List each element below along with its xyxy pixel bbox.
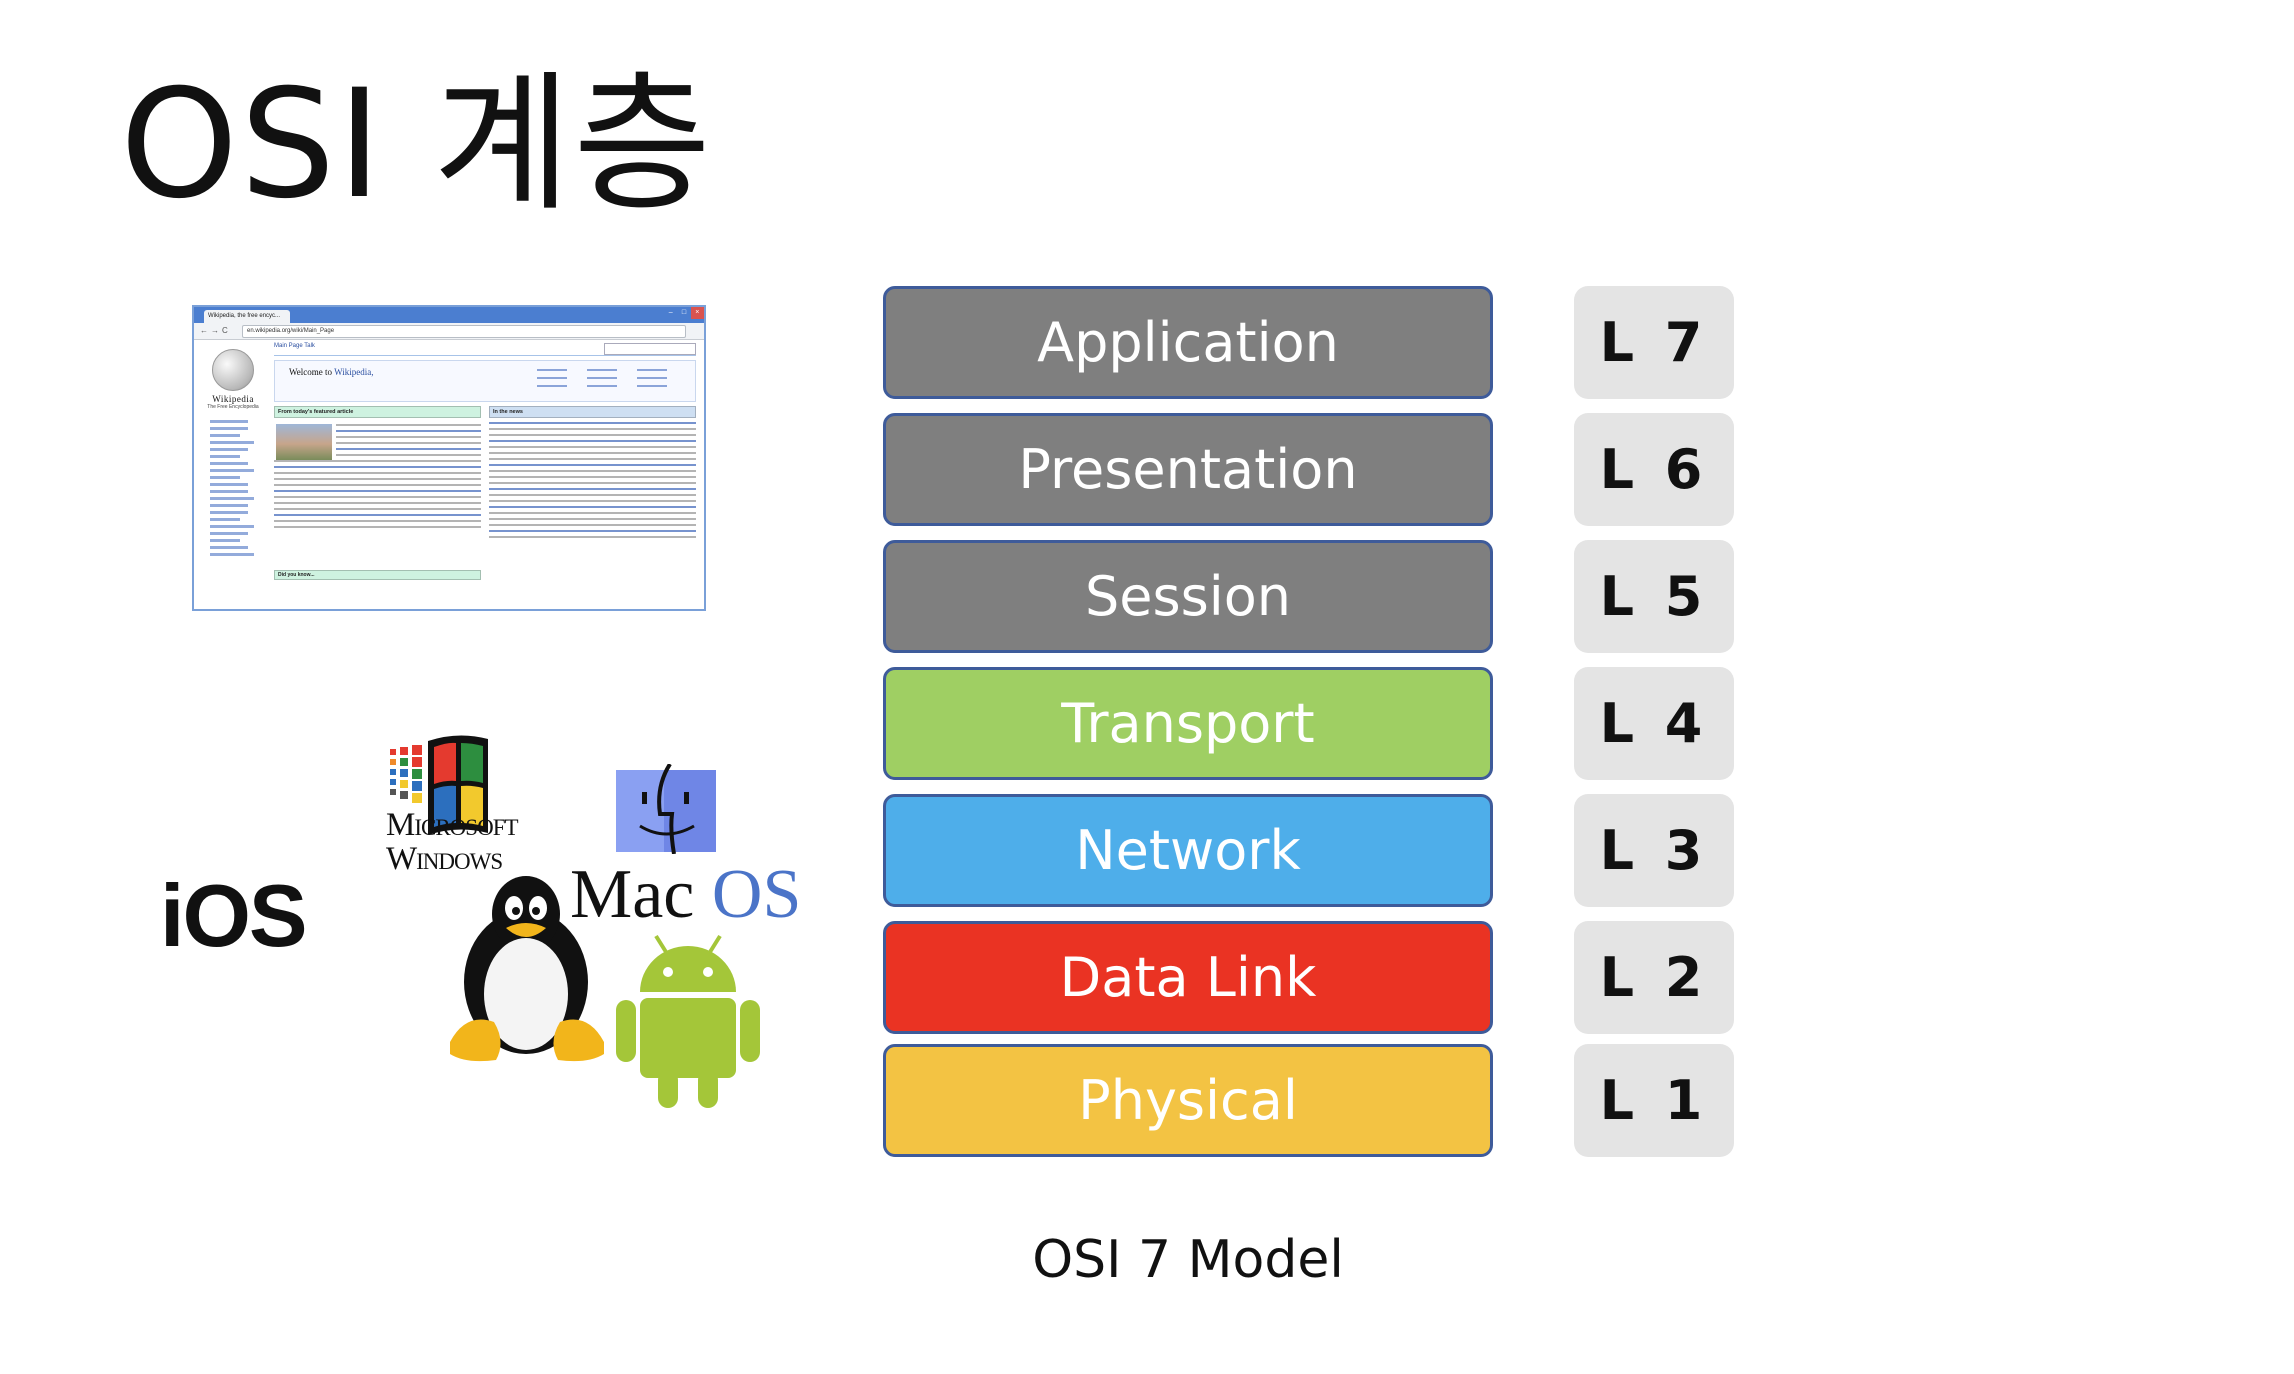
wiki-page-tabs: Main Page Talk [274, 343, 696, 356]
diagram-caption: OSI 7 Model [1032, 1230, 1344, 1290]
wiki-search-box [604, 343, 696, 355]
window-controls: – □ × [664, 307, 704, 319]
windows-line2: Windows [386, 841, 503, 877]
layer-physical: Physical [883, 1044, 1493, 1157]
layer-session: Session [883, 540, 1493, 653]
layer-label: Session [1084, 565, 1292, 628]
linux-tux-icon [450, 876, 604, 1062]
layer-application: Application [883, 286, 1493, 399]
layer-number-2: L 2 [1574, 921, 1734, 1034]
mac-finder-icon [616, 764, 716, 854]
wikipedia-globe-icon [212, 349, 254, 391]
ios-logo: iOS [160, 866, 308, 965]
layer-number-3: L 3 [1574, 794, 1734, 907]
windows-flag-icon [390, 735, 488, 835]
in-the-news: In the news [489, 406, 696, 590]
os-text: OS [711, 856, 802, 933]
wiki-welcome-box: Welcome to Wikipedia, [274, 360, 696, 402]
android-robot-icon [616, 934, 760, 1108]
news-heading: In the news [489, 406, 696, 418]
layer-label: Transport [1061, 692, 1315, 755]
layer-number-7: L 7 [1574, 286, 1734, 399]
layer-number-5: L 5 [1574, 540, 1734, 653]
close-icon: × [690, 307, 704, 319]
layer-label: Data Link [1059, 946, 1317, 1009]
castle-image [276, 424, 332, 460]
maximize-icon: □ [681, 309, 687, 316]
layer-transport: Transport [883, 667, 1493, 780]
slide-title: OSI 계층 [120, 58, 714, 232]
sidebar-links [198, 420, 268, 556]
mac-text: Mac [570, 856, 695, 933]
browser-tab: Wikipedia, the free encyc... [204, 310, 290, 323]
windows-line1: Microsoft [386, 807, 519, 843]
nav-arrows-icon: ←→C [200, 326, 231, 335]
portal-links [537, 365, 687, 395]
featured-article: From today's featured article Did you kn… [274, 406, 481, 590]
layer-number-4: L 4 [1574, 667, 1734, 780]
layer-label: Network [1075, 819, 1301, 882]
windows-wordmark: Microsoft Windows [386, 807, 519, 877]
browser-titlebar: Wikipedia, the free encyc... – □ × [194, 307, 704, 323]
layer-presentation: Presentation [883, 413, 1493, 526]
wiki-sidebar: Wikipedia The Free Encyclopedia [198, 345, 268, 560]
welcome-link: Wikipedia, [334, 367, 374, 377]
layer-number-6: L 6 [1574, 413, 1734, 526]
layer-number-1: L 1 [1574, 1044, 1734, 1157]
layer-label: Presentation [1018, 438, 1358, 501]
welcome-prefix: Welcome to [289, 367, 333, 377]
windows-flag-dots [390, 745, 422, 803]
wiki-main: Main Page Talk Welcome to Wikipedia, Fro… [274, 343, 696, 609]
featured-heading: From today's featured article [274, 406, 481, 418]
dyk-heading: Did you know... [274, 570, 481, 580]
layer-label: Physical [1078, 1069, 1298, 1132]
minimize-icon: – [668, 309, 673, 316]
wiki-tabs-text: Main Page Talk [274, 343, 315, 349]
browser-screenshot: Wikipedia, the free encyc... – □ × ←→C e… [192, 305, 706, 611]
welcome-text: Welcome to Wikipedia, [289, 367, 373, 377]
layer-data-link: Data Link [883, 921, 1493, 1034]
browser-toolbar: ←→C en.wikipedia.org/wiki/Main_Page [194, 323, 704, 340]
macos-wordmark: Mac OS [570, 860, 801, 930]
address-bar: en.wikipedia.org/wiki/Main_Page [242, 325, 686, 338]
wiki-wordmark: Wikipedia [212, 394, 254, 404]
wiki-tagline: The Free Encyclopedia [207, 404, 259, 410]
layer-network: Network [883, 794, 1493, 907]
layer-label: Application [1037, 311, 1339, 374]
